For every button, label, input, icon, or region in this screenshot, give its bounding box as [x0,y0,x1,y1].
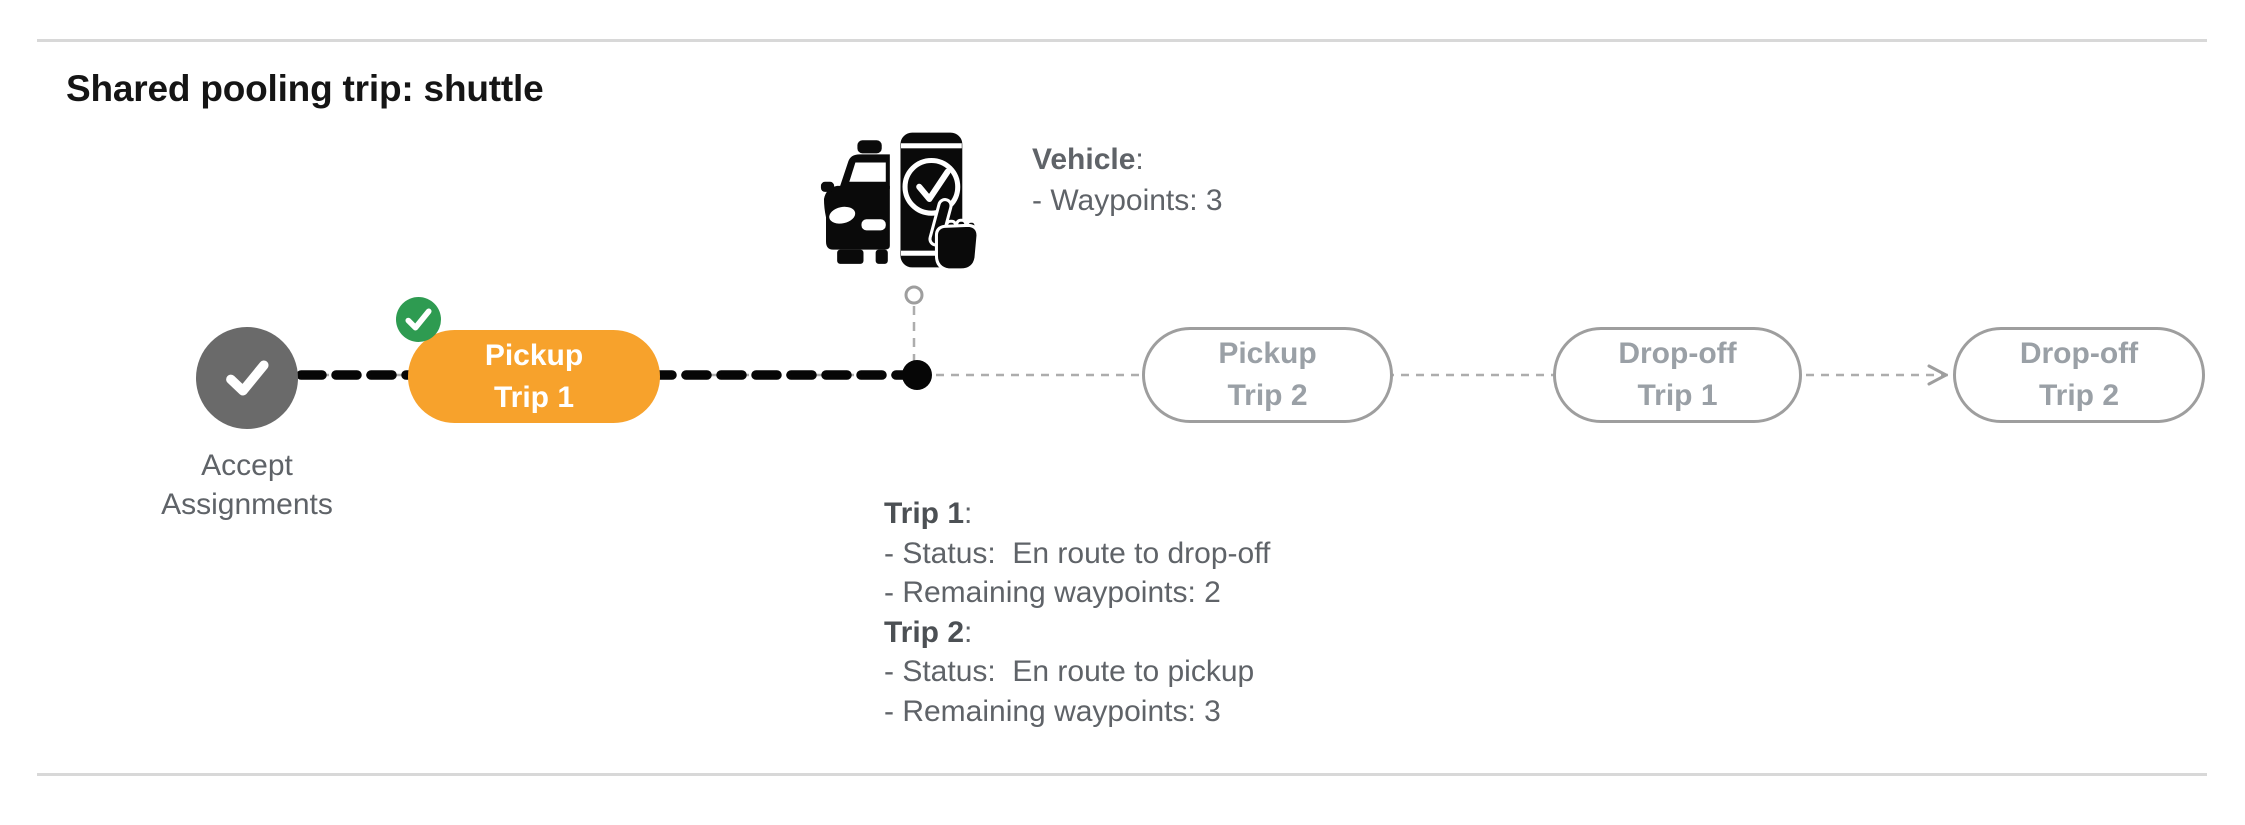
stop-pill-dropoff-trip-1: Drop-off Trip 1 [1553,327,1802,423]
completed-check-badge [396,297,441,342]
vehicle-waypoints-line: - Waypoints: 3 [1032,184,1223,217]
start-node-label: Accept Assignments [112,446,382,524]
trip1-waypoints-line: - Remaining waypoints: 2 [884,576,1221,609]
vehicle-label: Vehicle [1032,143,1136,176]
hand-shape [928,198,980,272]
vehicle-info-panel: Vehicle: - Waypoints: 3 [1032,139,1223,221]
trip2-heading: Trip 2: [884,613,1270,653]
trip1-label-suffix: : [964,497,973,530]
current-position-dot [902,360,932,390]
stop-pill-line1: Pickup [1218,337,1317,370]
page-title: Shared pooling trip: shuttle [66,68,544,109]
stop-pill-line1: Drop-off [2019,337,2139,370]
stop-pill-line2: Trip 1 [1637,379,1718,412]
checkmark-icon [226,360,269,396]
trip1-status-line: - Status: En route to drop-off [884,536,1271,570]
stop-pill-line1: Drop-off [1618,337,1737,370]
arrowhead-icon [1927,364,1948,386]
start-label-line1: Accept [201,449,293,482]
start-label-line2: Assignments [161,488,333,521]
stop-pill-line2: Trip 2 [2038,379,2120,412]
trip-status-panel: Trip 1: - Status: En route to drop-off -… [884,494,1270,731]
bottom-divider [37,773,2207,776]
vehicle-label-suffix: : [1135,143,1144,176]
checkmark-icon [405,308,432,331]
trip2-label: Trip 2 [884,615,965,649]
stop-pill-line1: Pickup [484,338,584,372]
trip1-label: Trip 1 [884,497,965,530]
vehicle-anchor-circle [904,285,924,305]
stop-pill-pickup-trip-2: Pickup Trip 2 [1142,327,1393,423]
start-node-accept-assignments [196,327,298,429]
stop-pill-line2: Trip 1 [493,380,575,414]
vehicle-info-title: Vehicle: [1032,139,1223,180]
vehicle-icon [820,127,980,273]
trip1-heading: Trip 1: [884,494,1270,534]
trip2-label-suffix: : [964,615,973,649]
top-divider [37,39,2207,42]
stop-pill-dropoff-trip-2: Drop-off Trip 2 [1953,327,2205,423]
stop-pill-pickup-trip-1: Pickup Trip 1 [408,330,660,423]
trip2-waypoints-line: - Remaining waypoints: 3 [884,694,1221,728]
stop-pill-line2: Trip 2 [1227,379,1308,412]
trip2-status-line: - Status: En route to pickup [884,655,1255,688]
car-shape [820,140,890,264]
